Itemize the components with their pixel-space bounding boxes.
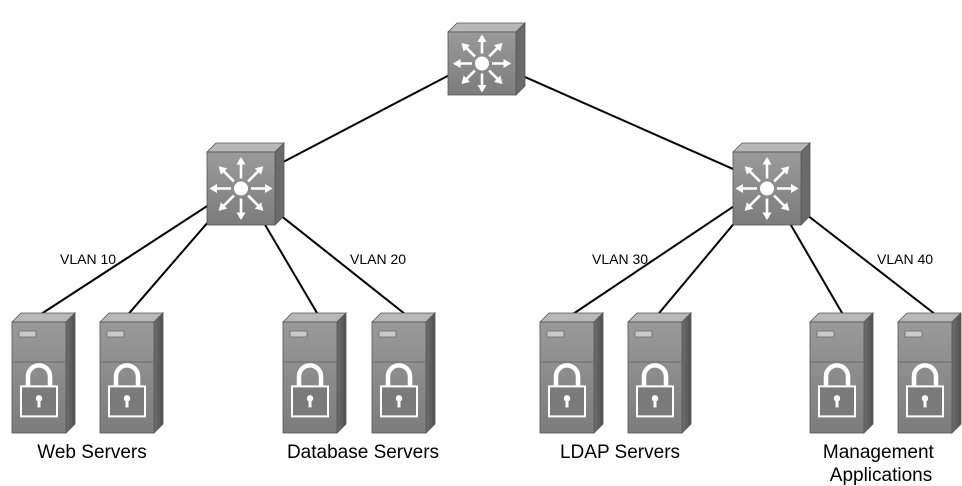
server-3[interactable] bbox=[282, 312, 347, 434]
dist-switch-right[interactable] bbox=[732, 142, 811, 226]
lock-icon bbox=[291, 363, 329, 418]
lock-icon bbox=[636, 363, 674, 418]
core-switch[interactable] bbox=[447, 22, 526, 96]
server-2[interactable] bbox=[99, 312, 164, 434]
group-label-database-servers: Database Servers bbox=[287, 442, 439, 463]
multilayer-switch-icon bbox=[453, 34, 511, 93]
dist-switch-left[interactable] bbox=[206, 142, 285, 226]
vlan-label-40: VLAN 40 bbox=[877, 251, 933, 267]
devices-layer bbox=[11, 22, 962, 434]
vlan-label-30: VLAN 30 bbox=[592, 251, 648, 267]
lock-icon bbox=[20, 363, 58, 418]
group-label-ldap-servers: LDAP Servers bbox=[560, 442, 680, 463]
server-6[interactable] bbox=[627, 312, 692, 434]
lock-icon bbox=[108, 363, 146, 418]
lock-icon bbox=[906, 363, 944, 418]
lock-icon bbox=[380, 363, 418, 418]
server-5[interactable] bbox=[539, 312, 604, 434]
vlan-label-10: VLAN 10 bbox=[60, 251, 116, 267]
vlan-label-20: VLAN 20 bbox=[350, 251, 406, 267]
link-core-switch-to-dist-switch-right bbox=[481, 57, 768, 185]
server-7[interactable] bbox=[809, 312, 874, 434]
group-label-web-servers: Web Servers bbox=[37, 442, 146, 463]
lock-icon bbox=[818, 363, 856, 418]
group-label-management-applications: Management Applications bbox=[823, 442, 939, 486]
multilayer-switch-icon bbox=[209, 157, 273, 220]
multilayer-switch-icon bbox=[735, 157, 799, 220]
server-1[interactable] bbox=[11, 312, 76, 434]
server-8[interactable] bbox=[897, 312, 962, 434]
lock-icon bbox=[548, 363, 586, 418]
server-4[interactable] bbox=[371, 312, 436, 434]
